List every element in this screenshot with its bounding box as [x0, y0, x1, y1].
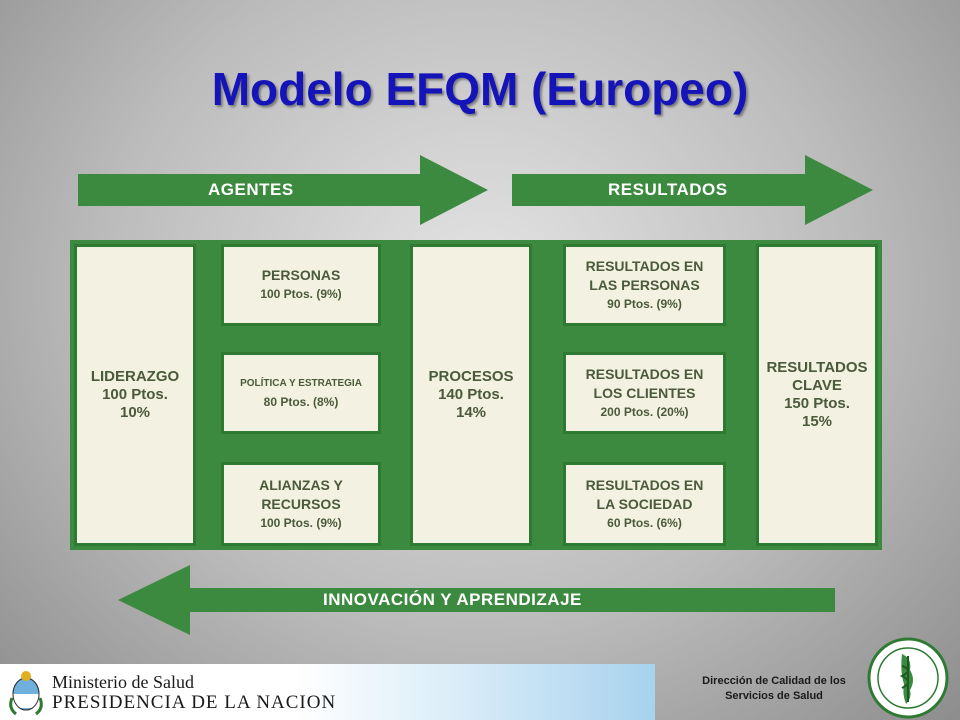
politica-name: POLÍTICA Y ESTRATEGIA	[240, 378, 362, 389]
liderazgo-box: LIDERAZGO 100 Ptos. 10%	[74, 244, 196, 546]
direccion-label: Dirección de Calidad de los Servicios de…	[684, 674, 864, 704]
calidad-seal-icon	[867, 637, 949, 719]
procesos-percent: 14%	[455, 404, 487, 421]
res-clientes-points: 200 Ptos. (20%)	[600, 404, 689, 419]
res-clave-points: 150 Ptos.	[784, 395, 850, 412]
res-personas-name-2: LAS PERSONAS	[589, 276, 700, 293]
res-sociedad-name-1: RESULTADOS EN	[585, 476, 704, 493]
liderazgo-percent: 10%	[119, 404, 151, 421]
personas-box: PERSONAS 100 Ptos. (9%)	[221, 244, 381, 326]
resultados-label: RESULTADOS	[608, 180, 728, 199]
ministry-label: Ministerio de Salud PRESIDENCIA DE LA NA…	[52, 672, 336, 714]
liderazgo-name: LIDERAZGO	[90, 368, 180, 385]
res-clientes-box: RESULTADOS EN LOS CLIENTES 200 Ptos. (20…	[563, 352, 726, 434]
ministry-line-2: PRESIDENCIA DE LA NACION	[52, 692, 337, 713]
res-personas-box: RESULTADOS EN LAS PERSONAS 90 Ptos. (9%)	[563, 244, 726, 326]
alianzas-name-2: RECURSOS	[261, 495, 341, 512]
res-clave-box: RESULTADOS CLAVE 150 Ptos. 15%	[756, 244, 878, 546]
procesos-box: PROCESOS 140 Ptos. 14%	[410, 244, 532, 546]
res-personas-name-1: RESULTADOS EN	[585, 257, 704, 274]
politica-box: POLÍTICA Y ESTRATEGIA 80 Ptos. (8%)	[221, 352, 381, 434]
direccion-line-1: Dirección de Calidad de los	[702, 675, 846, 687]
personas-name: PERSONAS	[261, 267, 341, 283]
politica-points: 80 Ptos. (8%)	[263, 395, 339, 409]
res-clientes-name-1: RESULTADOS EN	[585, 365, 704, 382]
agentes-label: AGENTES	[208, 180, 294, 199]
procesos-points: 140 Ptos.	[438, 386, 504, 403]
res-clave-percent: 15%	[801, 413, 833, 430]
res-clave-name-1: RESULTADOS	[766, 359, 868, 376]
slide-title: Modelo EFQM (Europeo)	[211, 63, 749, 115]
res-sociedad-box: RESULTADOS EN LA SOCIEDAD 60 Ptos. (6%)	[563, 462, 726, 546]
res-clave-name-2: CLAVE	[792, 377, 842, 394]
res-personas-points: 90 Ptos. (9%)	[607, 296, 682, 311]
footer-band	[0, 664, 655, 720]
alianzas-box: ALIANZAS Y RECURSOS 100 Ptos. (9%)	[221, 462, 381, 546]
procesos-name: PROCESOS	[428, 368, 514, 385]
res-clientes-name-2: LOS CLIENTES	[593, 384, 696, 401]
innovacion-label: INNOVACIÓN Y APRENDIZAJE	[323, 590, 582, 609]
argentina-coat-of-arms-icon	[9, 671, 43, 716]
res-sociedad-name-2: LA SOCIEDAD	[596, 495, 693, 512]
liderazgo-points: 100 Ptos.	[102, 386, 168, 403]
direccion-line-2: Servicios de Salud	[725, 690, 823, 702]
alianzas-name-1: ALIANZAS Y	[259, 476, 343, 493]
res-sociedad-points: 60 Ptos. (6%)	[607, 515, 682, 530]
alianzas-points: 100 Ptos. (9%)	[260, 515, 342, 530]
ministry-line-1: Ministerio de Salud	[52, 672, 194, 692]
personas-points: 100 Ptos. (9%)	[260, 287, 342, 301]
